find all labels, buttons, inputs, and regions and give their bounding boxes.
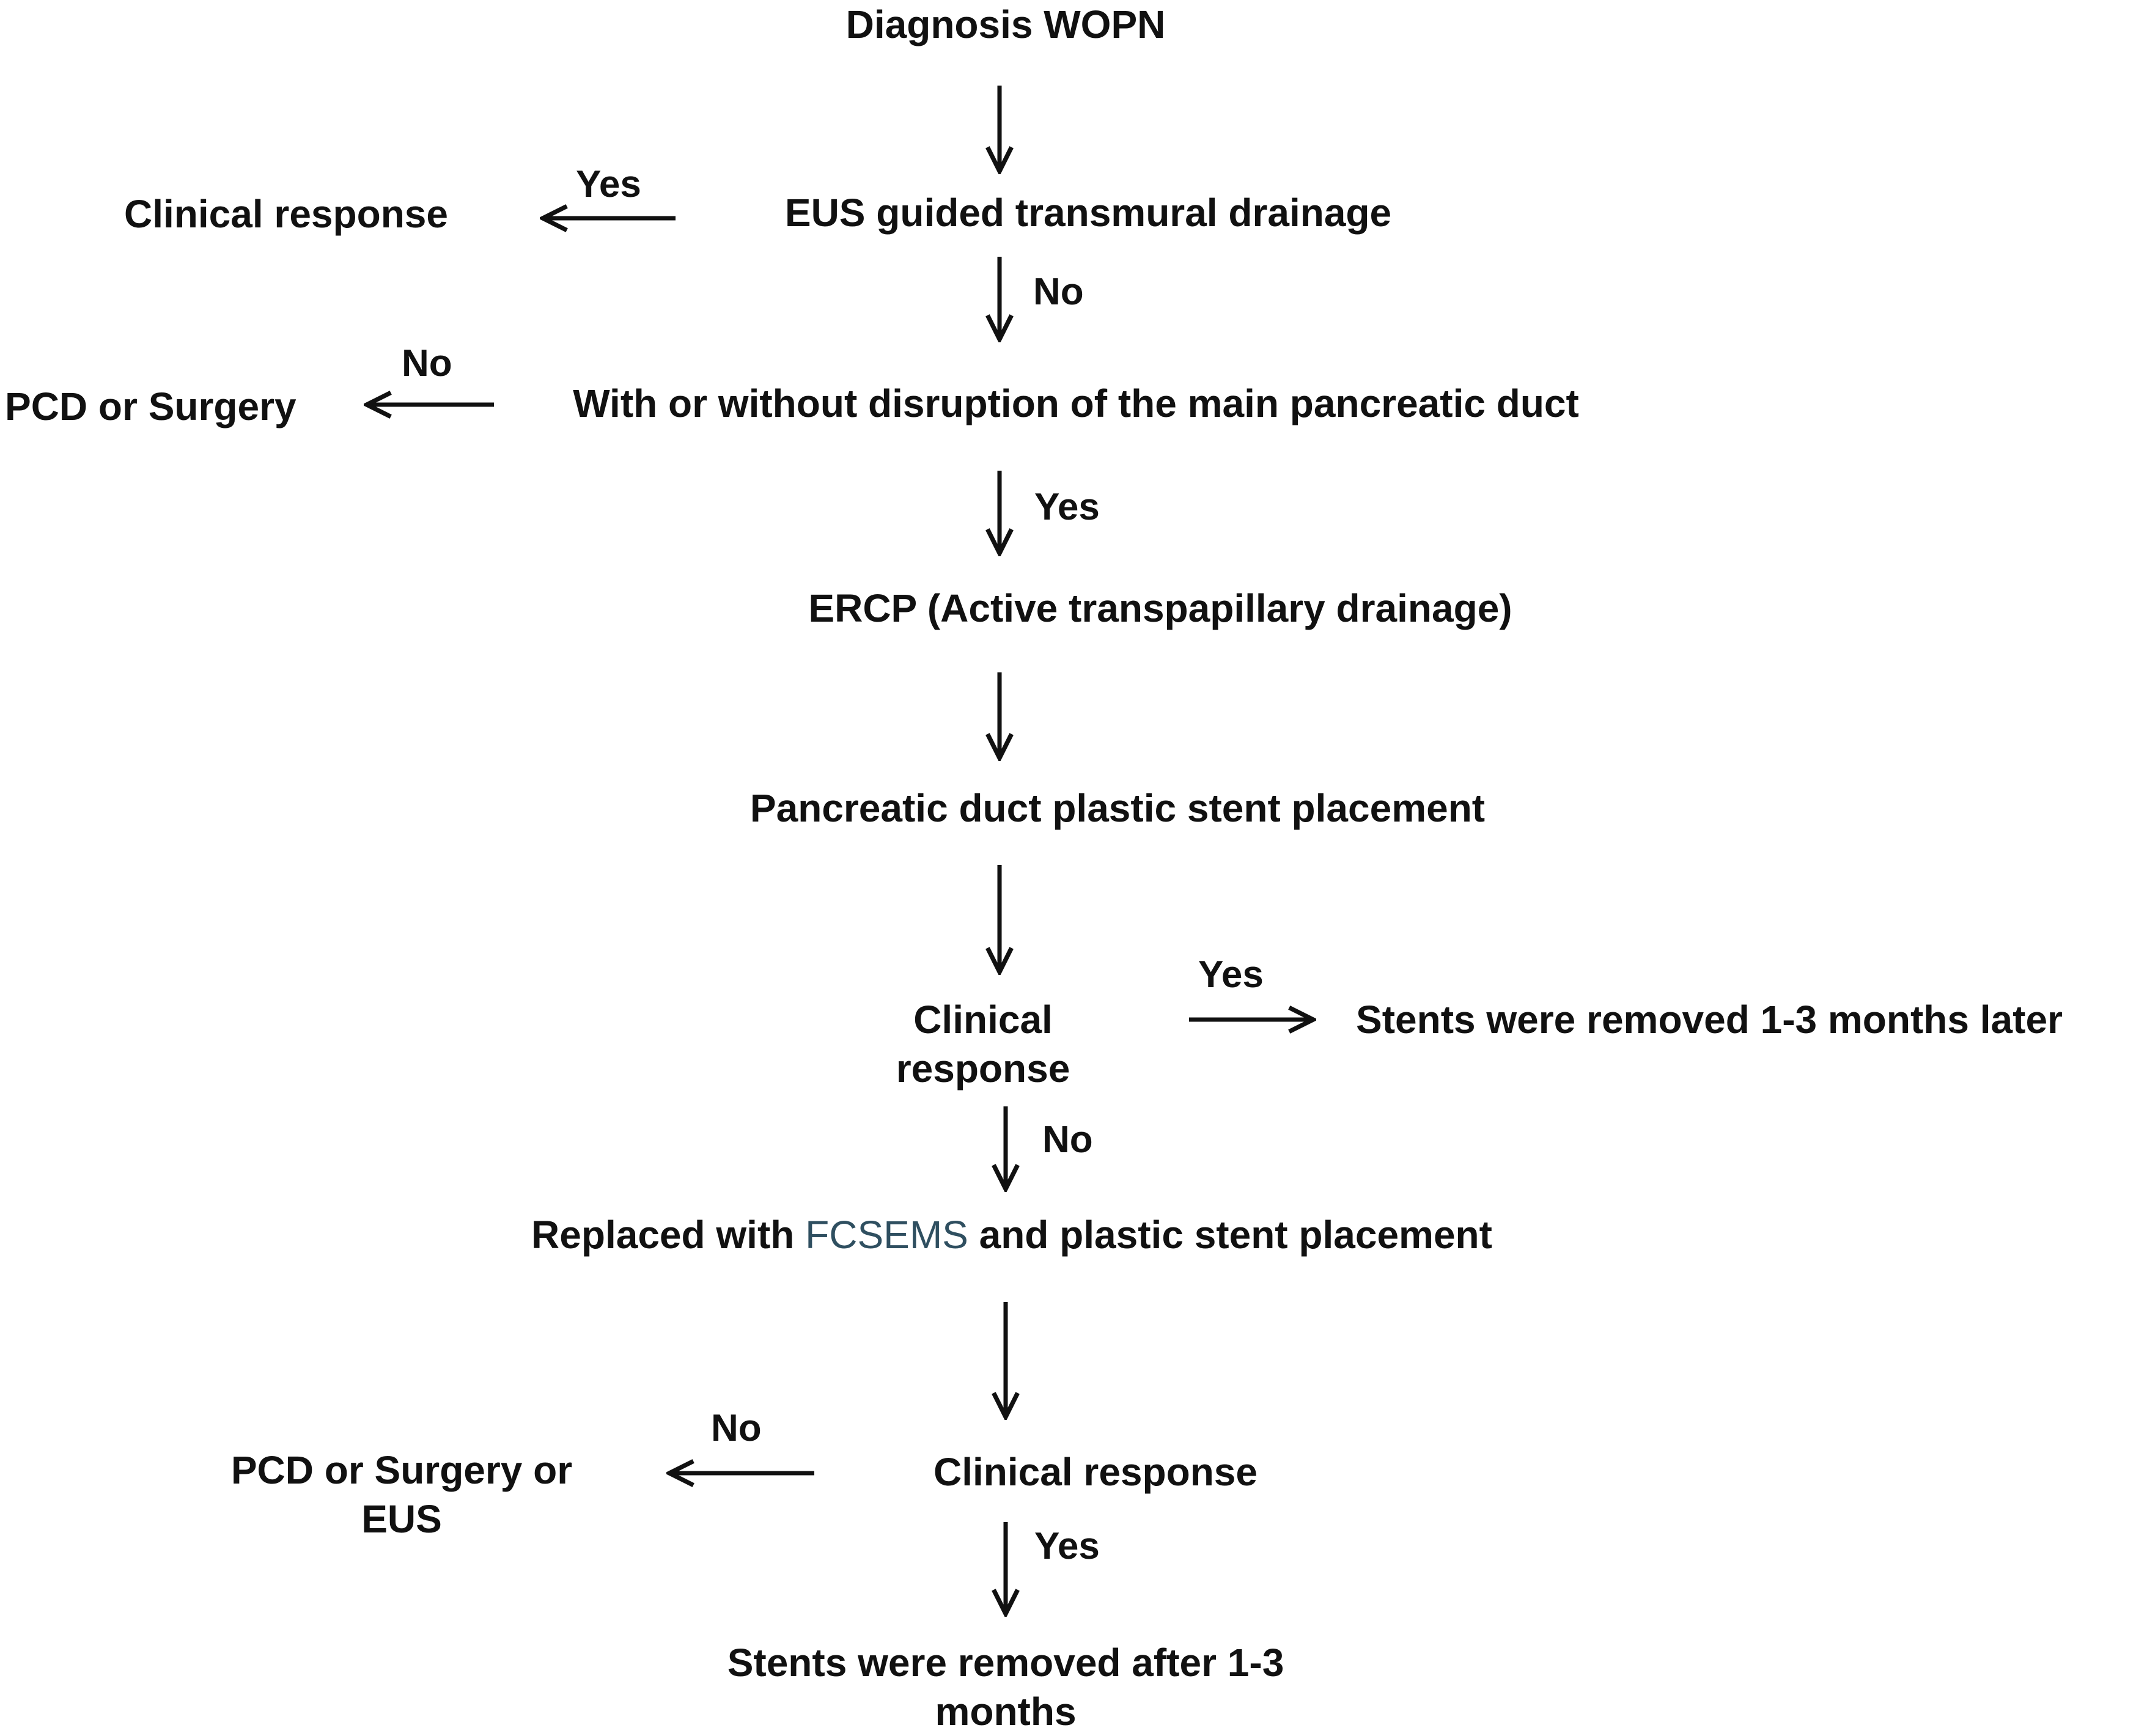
node-clinical-response-2-line1: Clinical	[913, 998, 1053, 1042]
node-eus-guided-drainage: EUS guided transmural drainage	[784, 191, 1392, 235]
node-clinical-response-3: Clinical response	[934, 1450, 1258, 1494]
node-diagnosis-wopn: Diagnosis WOPN	[845, 2, 1166, 46]
edge-label-yes-1: Yes	[576, 163, 641, 205]
edge-label-yes-3: Yes	[1198, 954, 1264, 996]
edge-label-no-2: No	[402, 342, 452, 384]
edge-label-yes-2: Yes	[1034, 486, 1100, 528]
edge-label-no-3: No	[1042, 1119, 1093, 1161]
replaced-suffix: and plastic stent placement	[968, 1213, 1492, 1257]
node-pcd-surgery-or-eus-line1: PCD or Surgery or	[230, 1448, 573, 1492]
node-clinical-response-1: Clinical response	[124, 192, 448, 236]
node-pcd-surgery-or-eus-line2: EUS	[361, 1497, 442, 1541]
node-stents-removed-after-line1: Stents were removed after 1-3	[727, 1641, 1284, 1685]
replaced-prefix: Replaced with	[531, 1213, 806, 1257]
node-stents-removed-after-line2: months	[935, 1690, 1077, 1734]
node-disruption-question: With or without disruption of the main p…	[573, 381, 1579, 425]
fcsems-term: FCSEMS	[805, 1213, 968, 1257]
node-pcd-or-surgery: PCD or Surgery	[5, 384, 296, 428]
node-clinical-response-2-line2: response	[896, 1046, 1070, 1091]
node-clinical-response-2: Clinical response	[896, 995, 1070, 1093]
edge-label-yes-4: Yes	[1034, 1525, 1100, 1567]
edge-label-no-4: No	[711, 1407, 762, 1449]
node-pd-plastic-stent: Pancreatic duct plastic stent placement	[749, 786, 1486, 830]
node-ercp: ERCP (Active transpapillary drainage)	[808, 586, 1512, 630]
node-stents-removed-after: Stents were removed after 1-3 months	[727, 1638, 1284, 1736]
node-pcd-surgery-or-eus: PCD or Surgery or EUS	[231, 1446, 572, 1543]
edge-label-no-1: No	[1033, 271, 1084, 313]
node-replaced-with-fcsems: Replaced with FCSEMS and plastic stent p…	[531, 1210, 1492, 1259]
node-stents-removed-later: Stents were removed 1-3 months later	[1356, 998, 2063, 1042]
